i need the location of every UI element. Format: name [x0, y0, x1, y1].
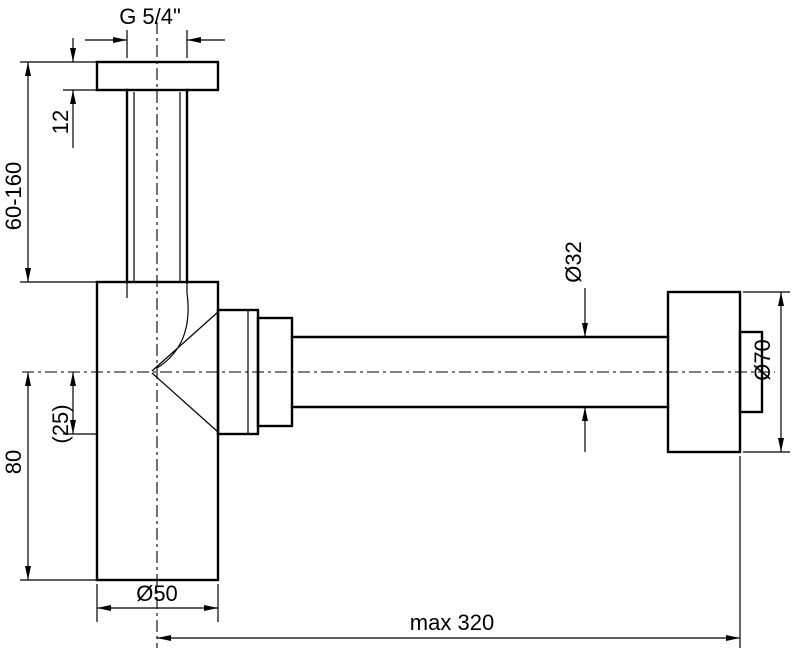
wall-pipe-stub — [738, 330, 764, 414]
label-adjustable-height: 60-160 — [1, 162, 26, 231]
arrow-flange-height-top — [70, 48, 76, 62]
arrow-outlet-offset-bottom — [70, 420, 76, 434]
arrow-flange-height-bottom — [70, 90, 76, 104]
label-max-length: max 320 — [410, 610, 494, 635]
label-flange-height: 12 — [48, 110, 73, 134]
top-flange-nut — [95, 60, 220, 92]
label-body-depth: 80 — [1, 450, 26, 474]
arrow-thread-left — [113, 37, 127, 43]
arrow-max-length-left — [157, 635, 171, 641]
arrow-rosette-dia-bottom — [778, 438, 784, 452]
internal-funnel-curve — [156, 292, 189, 369]
internal-funnel-lower-edge — [151, 372, 219, 433]
arrow-adjustable-bottom — [25, 268, 31, 282]
internal-funnel-upper-edge — [151, 311, 219, 372]
arrow-body-dia-left — [97, 605, 111, 611]
centerlines — [22, 22, 775, 648]
arrow-adjustable-top — [25, 62, 31, 76]
arrow-outlet-offset-top — [70, 372, 76, 386]
outlet-assembly — [216, 290, 764, 454]
label-rosette-diameter: Ø70 — [750, 339, 775, 381]
union-nut-collar — [256, 316, 294, 428]
arrow-thread-right — [187, 37, 201, 43]
extension-lines — [20, 30, 790, 648]
arrow-pipe-dia-bottom — [582, 407, 588, 421]
arrow-max-length-right — [726, 635, 740, 641]
label-pipe-diameter: Ø32 — [561, 241, 586, 283]
arrow-body-depth-top — [25, 372, 31, 386]
arrow-rosette-dia-top — [778, 292, 784, 306]
dimension-labels: G 5/4" 12 60-160 80 (25) Ø50 Ø32 Ø70 max… — [1, 4, 775, 635]
arrow-pipe-dia-top — [582, 323, 588, 337]
trap-assembly — [95, 60, 220, 582]
label-body-diameter: Ø50 — [136, 581, 178, 606]
arrow-body-depth-bottom — [25, 566, 31, 580]
dimension-arrowheads — [25, 37, 784, 641]
label-thread-size: G 5/4" — [119, 4, 181, 29]
label-outlet-offset: (25) — [48, 404, 73, 443]
arrow-body-dia-right — [204, 605, 218, 611]
